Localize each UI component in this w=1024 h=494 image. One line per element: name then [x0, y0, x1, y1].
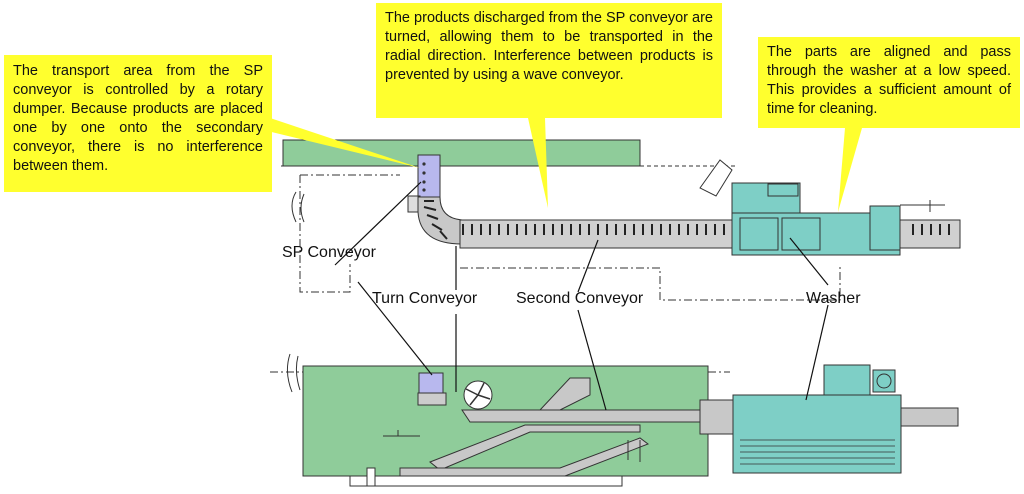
label-second-conveyor: Second Conveyor	[516, 290, 644, 307]
callout-pointer-washer	[838, 128, 862, 212]
sp-conveyor-plan	[417, 154, 441, 198]
leader-lines	[334, 181, 829, 411]
washer-outlet-pipe	[899, 407, 959, 427]
second-conveyor-slots-end	[905, 224, 957, 244]
plan-view	[281, 139, 961, 301]
elevation-post	[366, 467, 376, 487]
washer-side-panel-lines	[740, 439, 895, 465]
second-conveyor-slots	[462, 224, 732, 244]
elevation-foot	[349, 476, 623, 487]
washer-plan-door-right	[781, 217, 821, 251]
washer-inlet	[699, 399, 739, 435]
return-conveyor-2	[399, 437, 650, 477]
callout-pointer-turned	[528, 118, 548, 208]
washer-side-motor	[872, 369, 896, 393]
washer-plan-motor	[869, 205, 901, 251]
plan-hook	[291, 191, 305, 223]
label-turn-conveyor: Turn Conveyor	[372, 290, 478, 307]
elevation-view	[270, 353, 959, 487]
washer-plan-outlet	[900, 200, 945, 212]
turn-conveyor-plan	[417, 196, 463, 245]
turn-wheel-blades	[465, 382, 491, 406]
label-sp-conveyor: SP Conveyor	[282, 244, 376, 261]
callout-pointer-sp	[240, 108, 420, 168]
plan-chute	[699, 159, 733, 197]
washer-plan-box	[767, 183, 799, 197]
elevation-legs	[627, 440, 641, 462]
plan-outline-dashdot	[299, 174, 841, 301]
callout-sp-transport: The transport area from the SP conveyor …	[4, 55, 272, 192]
washer-plan-door-left	[739, 217, 779, 251]
sp-conveyor-rollers	[422, 162, 426, 192]
elevation-bracket	[383, 430, 420, 437]
washer-side-top	[823, 364, 871, 396]
sp-conveyor-side	[418, 372, 444, 394]
washer-side-body	[732, 394, 902, 474]
washer-side-motor-fan	[876, 373, 892, 389]
second-conveyor-riser	[538, 377, 591, 411]
elevation-hook	[286, 353, 301, 393]
callout-turned: The products discharged from the SP conv…	[376, 3, 722, 118]
second-conveyor-side	[461, 409, 709, 423]
callout-washer: The parts are aligned and pass through t…	[758, 37, 1020, 128]
turn-conveyor-slats	[423, 200, 448, 240]
sp-conveyor-base	[417, 392, 447, 406]
label-washer: Washer	[806, 290, 861, 307]
